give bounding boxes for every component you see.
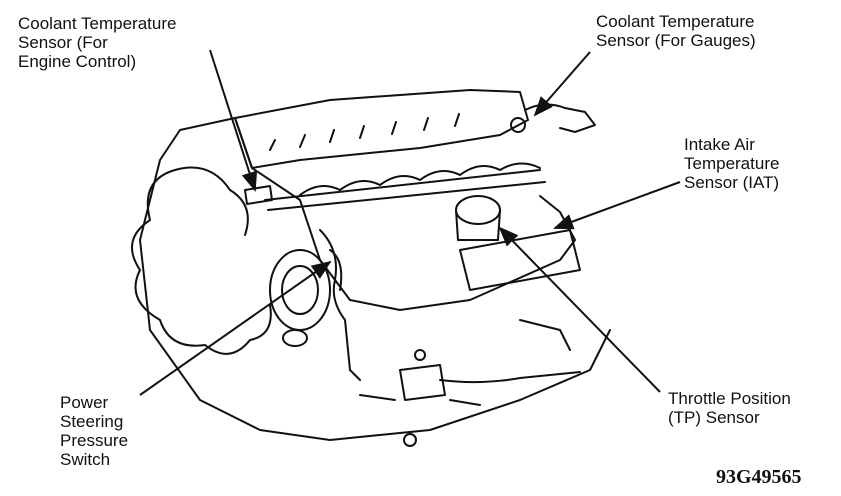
ps-harness <box>319 229 361 381</box>
engine-block <box>139 117 611 441</box>
leader-lines <box>139 49 681 396</box>
label-power-steering-pressure-switch: Power Steering Pressure Switch <box>60 393 129 469</box>
harness-lower <box>439 371 581 384</box>
label-throttle-position-sensor: Throttle Position (TP) Sensor <box>668 389 791 427</box>
gauge-sensor-body <box>510 117 526 133</box>
crank-pulley <box>269 249 331 331</box>
throttle-body-neck <box>455 209 501 241</box>
leader-ect-gauges <box>533 51 591 117</box>
label-intake-air-temp-sensor: Intake Air Temperature Sensor (IAT) <box>684 135 780 192</box>
label-coolant-temp-sensor-gauges: Coolant Temperature Sensor (For Gauges) <box>596 12 756 50</box>
leader-ps-switch <box>139 260 332 396</box>
pulley-hub <box>282 329 308 347</box>
label-coolant-temp-sensor-engine-control: Coolant Temperature Sensor (For Engine C… <box>18 14 177 71</box>
engine-illustration <box>131 89 611 447</box>
valve-cover-ribs <box>269 113 460 151</box>
crank-pulley-inner <box>281 265 319 315</box>
ect-sensor-body <box>244 185 273 205</box>
lower-bracket <box>399 364 446 401</box>
leader-tp <box>498 226 661 393</box>
figure-id: 93G49565 <box>716 466 802 488</box>
leader-iat <box>553 181 681 230</box>
fuel-rail <box>264 169 546 211</box>
valve-cover <box>234 89 529 169</box>
lower-lines <box>359 319 571 406</box>
bolt <box>414 349 426 361</box>
ps-line <box>329 249 343 291</box>
gauge-sensor-connector <box>524 103 596 133</box>
bolt-2 <box>403 433 417 447</box>
intake-runners <box>299 162 541 196</box>
throttle-body <box>455 195 501 225</box>
leader-ect-engine <box>209 49 258 192</box>
plenum <box>459 229 581 291</box>
fan-blades <box>131 166 272 355</box>
